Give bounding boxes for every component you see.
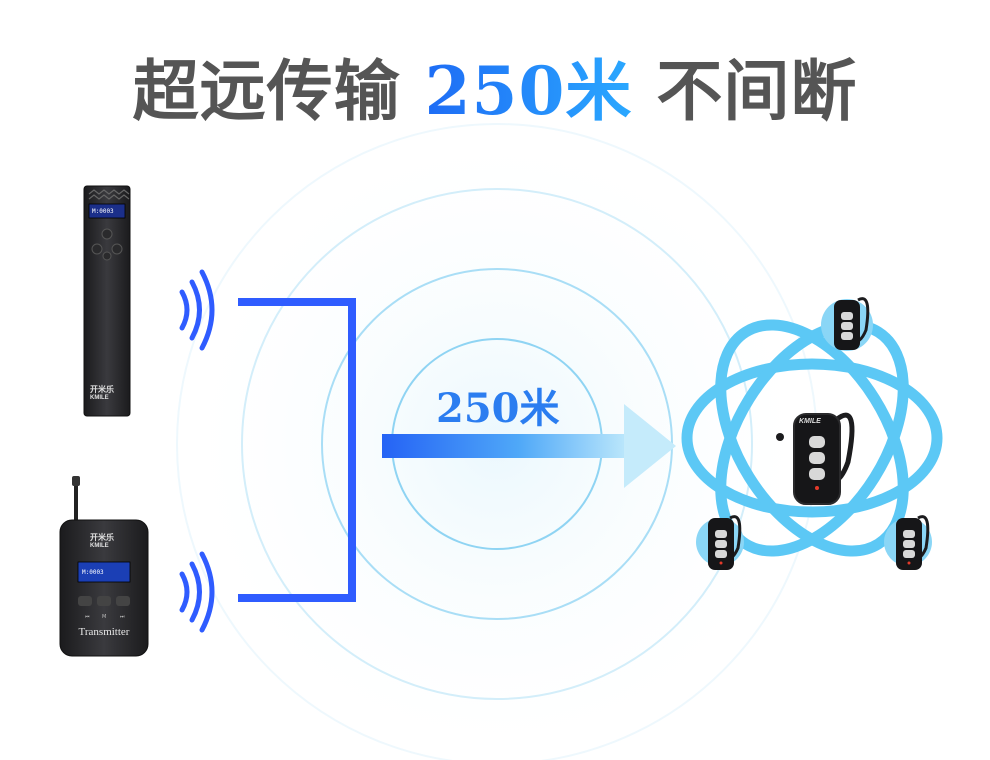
- transmission-arrow: [382, 404, 676, 488]
- button: [97, 596, 111, 606]
- headline: 超远传输 250米 不间断: [0, 38, 990, 134]
- headline-highlight: 250米: [424, 52, 633, 130]
- receiver-center: [776, 412, 855, 505]
- svg-text:⏭: ⏭: [120, 614, 125, 620]
- antenna: [74, 480, 78, 528]
- button: [78, 596, 92, 606]
- arrow-head: [624, 404, 676, 488]
- status-led: [815, 486, 819, 490]
- distance-label: 250米: [436, 385, 560, 432]
- bodypack-transmitter: ⏮ M ⏭: [59, 476, 149, 657]
- svg-text:⏮: ⏮: [85, 614, 90, 620]
- svg-text:M: M: [102, 614, 106, 620]
- button: [101, 228, 113, 240]
- ring-4: [241, 188, 753, 700]
- receiver-brand: KMILE: [799, 418, 821, 425]
- handheld-transmitter: [83, 185, 131, 417]
- wave-icon: [179, 551, 215, 633]
- transmitter-label: Transmitter: [78, 626, 130, 638]
- headline-part2: 不间断: [656, 52, 858, 130]
- receiver-right: [884, 515, 932, 570]
- button: [809, 436, 825, 448]
- button: [809, 468, 825, 480]
- arrow-shaft: [382, 434, 630, 458]
- orbit-diagonal: [715, 319, 909, 557]
- brand-cn: 开米乐: [90, 533, 114, 542]
- orbit-horizontal: [681, 358, 943, 518]
- orbit-diagonal: [715, 319, 909, 557]
- wave-icon: [179, 269, 215, 351]
- device-screen: [88, 203, 126, 219]
- screen-text: M:0003: [82, 569, 104, 576]
- receiver-top: [821, 297, 873, 351]
- receiver-left: [696, 515, 744, 570]
- button: [809, 452, 825, 464]
- connector-bracket: [238, 298, 356, 602]
- button: [111, 243, 123, 255]
- button: [102, 251, 112, 261]
- atom-orbits: [681, 319, 943, 557]
- button: [116, 596, 130, 606]
- headline-part1: 超远传输: [132, 52, 401, 130]
- button: [91, 243, 103, 255]
- brand-cn: 开米乐: [90, 385, 114, 394]
- brand-en: KMILE: [90, 395, 109, 401]
- screen-text: M:0003: [92, 208, 114, 215]
- brand-en: KMILE: [90, 543, 109, 549]
- device-screen: [77, 561, 131, 583]
